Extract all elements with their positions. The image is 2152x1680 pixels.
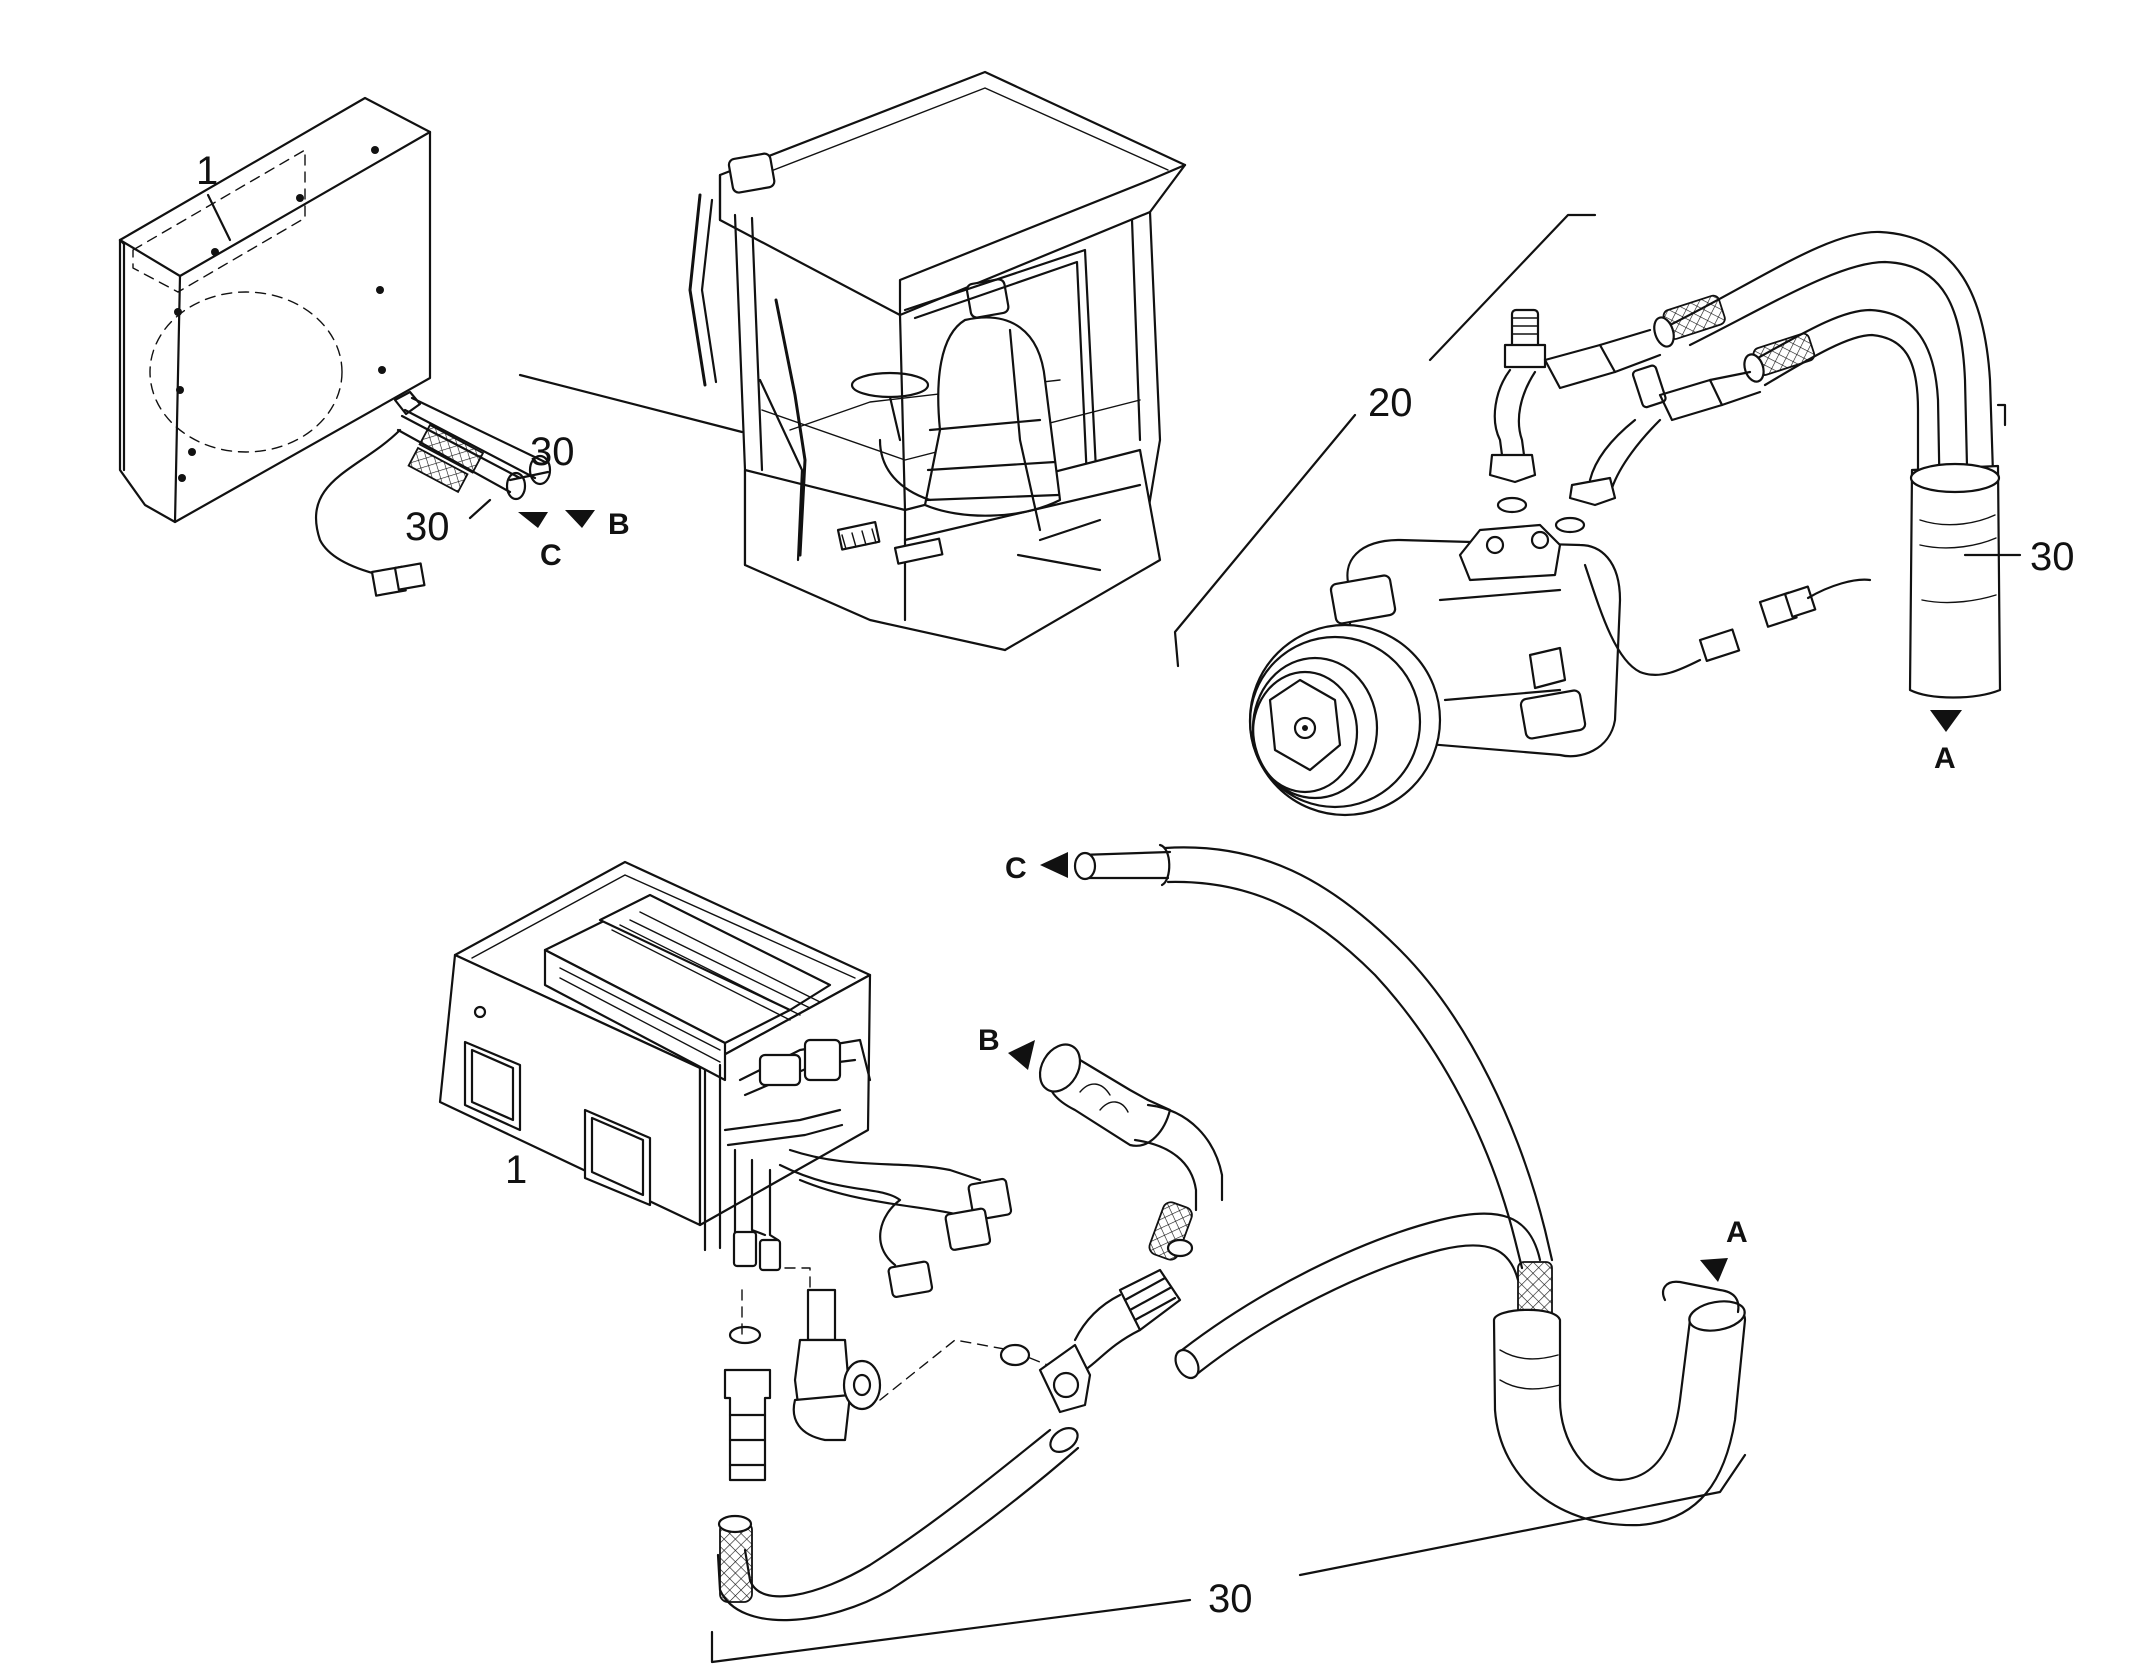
label-part-30-top-lower: 30 — [405, 505, 450, 549]
arrow-a-bottom — [1700, 1258, 1728, 1282]
arrow-a-top — [1930, 710, 1962, 732]
arrow-b-top — [565, 510, 595, 528]
label-part-20: 20 — [1368, 381, 1413, 425]
label-part-30-bottom: 30 — [1208, 1577, 1253, 1621]
arrow-c-bottom — [1040, 852, 1068, 878]
label-part-1-top: 1 — [196, 149, 218, 193]
compressor-assembly — [1173, 213, 2007, 817]
leader-part-30-top-lower — [468, 498, 492, 520]
bracket-part-20-top — [1428, 213, 1597, 362]
expansion-valve-fittings — [723, 1267, 1056, 1482]
bracket-part-30-bottom-left — [710, 1598, 1192, 1664]
hose-b-line — [1038, 1043, 1224, 1414]
label-ref-a-top: A — [1934, 742, 1956, 775]
bracket-part-20-bottom — [1173, 413, 1357, 668]
operator-cab — [688, 70, 1187, 652]
label-ref-a-bottom: A — [1726, 1216, 1748, 1249]
label-ref-b-top: B — [608, 508, 630, 541]
bracket-part-30-bottom-right — [1298, 1453, 1747, 1577]
arrow-c-top — [518, 512, 548, 528]
evaporator-unit-open-view — [438, 860, 1013, 1299]
label-part-30-right: 30 — [2030, 535, 2075, 579]
leader-part-1-top — [206, 193, 232, 242]
label-ref-b-bottom: B — [978, 1024, 1000, 1057]
label-ref-c-top: C — [540, 539, 562, 572]
label-ref-c-bottom: C — [1005, 852, 1027, 885]
label-part-30-top-upper: 30 — [530, 430, 575, 474]
evaporator-unit-side-view — [118, 96, 552, 597]
label-part-1-bottom: 1 — [505, 1148, 527, 1192]
hose-bottom-left — [716, 1427, 1080, 1622]
hose-a-loop — [1174, 1212, 1747, 1527]
arrow-b-bottom — [1008, 1040, 1035, 1070]
leader-evaporator-to-cab — [518, 373, 744, 434]
leader-part-30-top-upper — [508, 470, 550, 482]
hose-c-line — [1073, 843, 1554, 1270]
